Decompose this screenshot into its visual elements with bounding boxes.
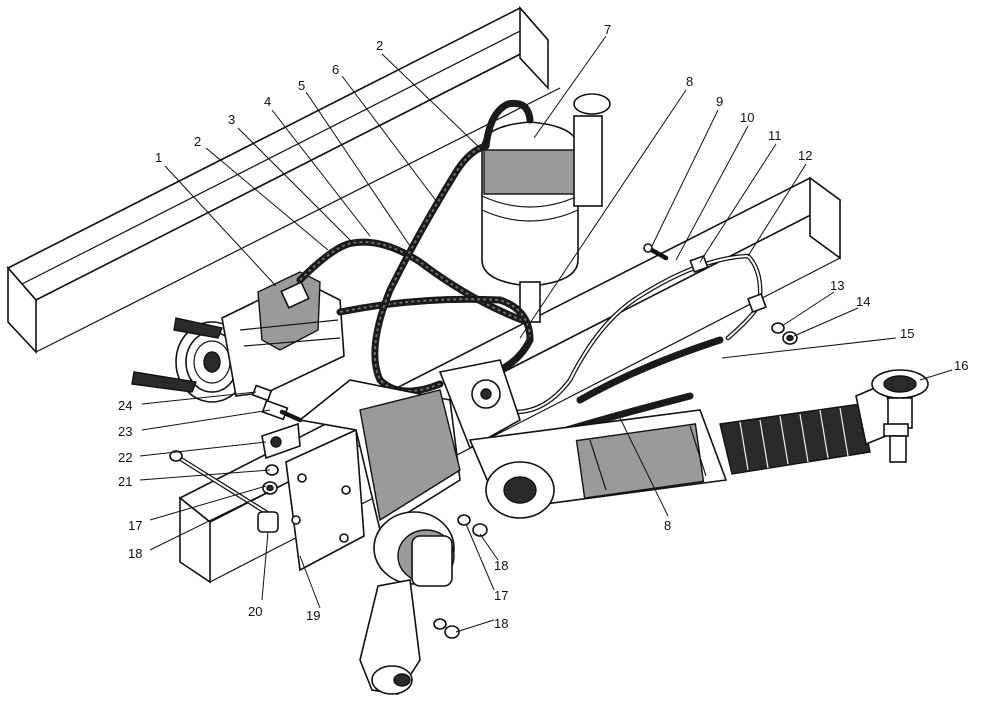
leader-16 <box>919 369 953 381</box>
leader-18c <box>455 619 495 633</box>
leader-18a <box>149 491 269 551</box>
frame-rail-upper <box>6 5 561 355</box>
rubber-boot <box>719 403 871 475</box>
pitman-arm <box>359 511 455 695</box>
leader-17a <box>149 485 267 521</box>
leader-2b <box>381 53 483 151</box>
callout-19: 19 <box>306 608 320 623</box>
leader-2a <box>205 147 329 251</box>
callout-18: 18 <box>494 616 508 631</box>
callout-23: 23 <box>118 424 132 439</box>
rigid-pipes <box>497 253 767 415</box>
callout-12: 12 <box>798 148 812 163</box>
leader-20 <box>261 531 269 601</box>
callout-5: 5 <box>298 78 305 93</box>
callout-8: 8 <box>686 74 693 89</box>
leader-1 <box>164 165 277 287</box>
callout-11: 11 <box>768 128 782 143</box>
leader-8a <box>519 89 687 339</box>
callout-20: 20 <box>248 604 262 619</box>
power-cylinder <box>468 409 728 519</box>
callout-18: 18 <box>494 558 508 573</box>
leader-8b <box>619 417 669 517</box>
leader-13 <box>781 291 835 327</box>
leader-lines <box>139 35 953 633</box>
callout-10: 10 <box>740 110 754 125</box>
callout-17: 17 <box>128 518 142 533</box>
leader-3 <box>237 127 351 241</box>
leader-11 <box>699 143 777 263</box>
callout-2: 2 <box>376 38 383 53</box>
callout-24: 24 <box>118 398 132 413</box>
leader-15 <box>721 337 897 359</box>
leader-6 <box>341 75 441 207</box>
callout-15: 15 <box>900 326 914 341</box>
leader-10 <box>675 125 749 261</box>
leader-14 <box>793 307 859 337</box>
callout-17: 17 <box>494 588 508 603</box>
callout-16: 16 <box>954 358 968 373</box>
leader-4 <box>271 109 371 237</box>
pump-assembly <box>131 271 345 403</box>
callout-1: 1 <box>155 150 162 165</box>
tie-rod-end <box>855 369 929 463</box>
steering-gear-box <box>285 359 521 572</box>
leader-17b <box>465 523 495 591</box>
leader-19 <box>299 555 321 609</box>
callout-9: 9 <box>716 94 723 109</box>
leader-9 <box>651 109 719 247</box>
leader-21 <box>139 469 271 481</box>
leader-7 <box>533 35 607 139</box>
leader-22 <box>139 441 267 457</box>
leader-24 <box>141 391 257 405</box>
leader-18b <box>479 533 499 561</box>
callout-22: 22 <box>118 450 132 465</box>
callout-14: 14 <box>856 294 870 309</box>
callout-21: 21 <box>118 474 132 489</box>
leader-23 <box>141 409 271 431</box>
leader-5 <box>305 91 411 247</box>
callout-6: 6 <box>332 62 339 77</box>
callout-8: 8 <box>664 518 671 533</box>
callout-4: 4 <box>264 94 271 109</box>
callout-3: 3 <box>228 112 235 127</box>
oil-reservoir <box>481 93 611 323</box>
callout-13: 13 <box>830 278 844 293</box>
callout-7: 7 <box>604 22 611 37</box>
callout-labels: 1 2 3 4 5 6 2 7 8 9 10 11 12 13 14 15 16… <box>118 22 968 631</box>
fasteners <box>169 243 798 639</box>
callout-2: 2 <box>194 134 201 149</box>
leader-12 <box>747 163 807 257</box>
callout-18: 18 <box>128 546 142 561</box>
